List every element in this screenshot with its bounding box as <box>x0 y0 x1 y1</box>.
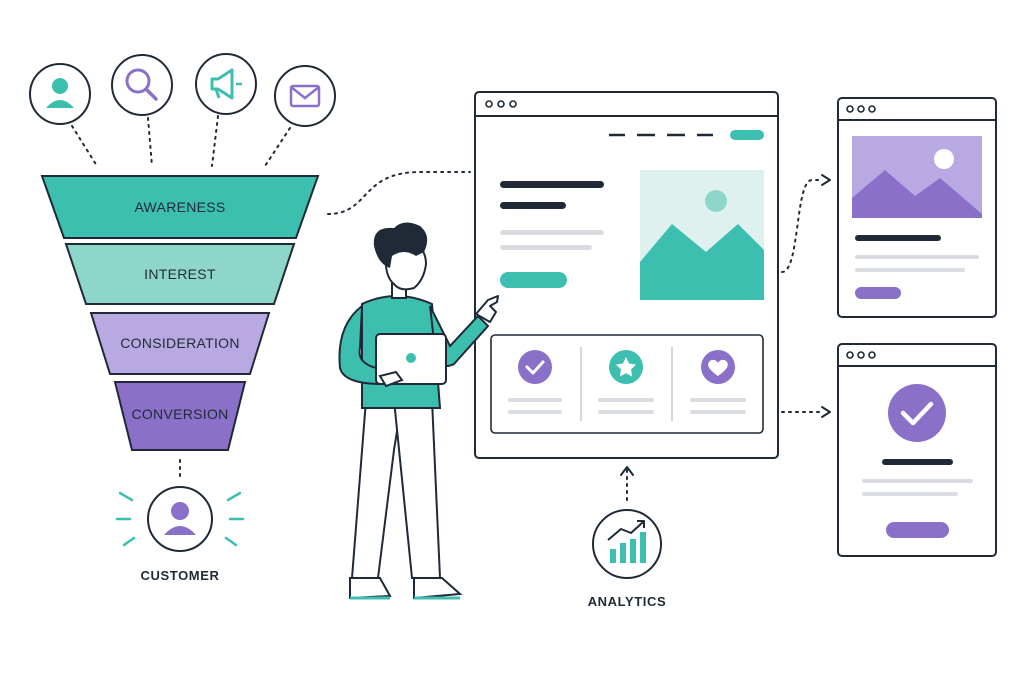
user-icon <box>147 486 213 552</box>
funnel-stage-awareness: AWARENESS <box>40 175 320 239</box>
person-pointing-hand <box>475 295 499 323</box>
star-icon <box>609 350 643 384</box>
user-icon <box>29 63 91 125</box>
connector-megaphone <box>211 115 219 167</box>
confirmation-cta-button[interactable] <box>886 522 949 538</box>
nav-bar <box>609 130 764 140</box>
hero-cta-button[interactable] <box>500 272 567 288</box>
landing-page-window <box>474 91 779 459</box>
connector-search <box>147 117 153 167</box>
connector-mail <box>264 127 291 167</box>
features-panel <box>490 334 764 434</box>
image-placeholder-icon <box>640 170 764 300</box>
image-placeholder-icon <box>852 136 982 218</box>
sparkle-lines <box>115 491 245 547</box>
funnel: AWARENESS INTEREST CONSIDERATION CONVERS… <box>40 175 320 451</box>
person-right-shoe <box>413 577 463 600</box>
mail-icon <box>274 65 336 127</box>
heart-icon <box>701 350 735 384</box>
product-page-window <box>837 97 997 318</box>
arrow-right-icon <box>821 406 831 418</box>
stage-label: AWARENESS <box>134 199 225 215</box>
person-left-hand <box>378 370 404 388</box>
person-left-arm <box>338 303 388 386</box>
funnel-stage-conversion: CONVERSION <box>113 381 247 451</box>
funnel-band <box>40 175 320 239</box>
connector-funnel-to-page <box>327 171 471 215</box>
customer-label: CUSTOMER <box>141 568 220 583</box>
customer-node: CUSTOMER <box>115 486 245 583</box>
connector-user <box>71 125 98 167</box>
product-cta-button[interactable] <box>855 287 901 299</box>
arrow-up-icon <box>620 466 634 476</box>
confirmation-page-window <box>837 343 997 557</box>
window-dots <box>485 100 517 108</box>
person-left-leg <box>350 399 404 579</box>
arrow-right-icon <box>821 174 831 186</box>
check-icon <box>518 350 552 384</box>
funnel-band <box>64 243 296 305</box>
stage-label: INTEREST <box>144 266 216 282</box>
stage-label: CONSIDERATION <box>120 335 240 351</box>
funnel-stage-consideration: CONSIDERATION <box>89 312 271 375</box>
person-right-leg <box>392 399 442 579</box>
check-icon <box>888 384 946 442</box>
bar-chart-icon <box>592 509 662 579</box>
hero-text <box>500 181 604 288</box>
person-hair <box>373 222 428 268</box>
funnel-band <box>89 312 271 375</box>
stage-label: CONVERSION <box>131 406 228 422</box>
connector-to-product-page <box>781 179 823 273</box>
person-illustration <box>338 222 499 600</box>
analytics-label: ANALYTICS <box>588 594 667 609</box>
funnel-stage-interest: INTEREST <box>64 243 296 305</box>
funnel-band <box>113 381 247 451</box>
person-left-shoe <box>349 577 392 600</box>
nav-cta-button[interactable] <box>730 130 764 140</box>
search-icon <box>111 54 173 116</box>
megaphone-icon <box>195 53 257 115</box>
